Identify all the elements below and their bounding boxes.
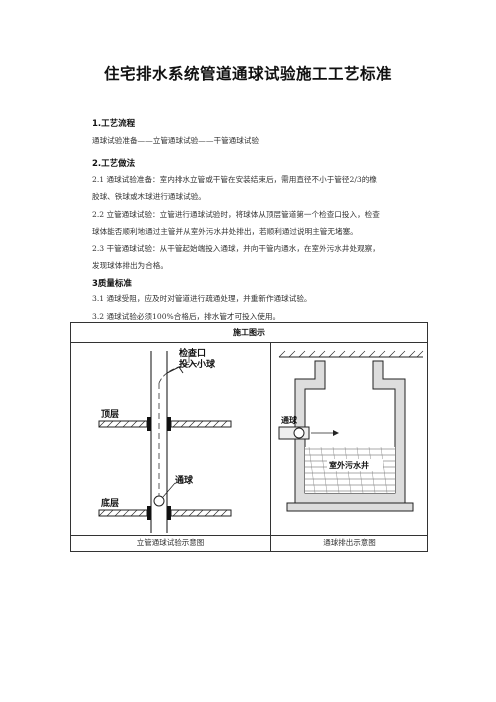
label-drop-ball: 投入小球: [179, 358, 216, 370]
quality-3-1: 3.1 通球受阻，应及时对管道进行疏通处理，并重新作通球试验。: [92, 294, 312, 303]
process-text: 通球试验准备——立管通球试验——干管通球试验: [92, 136, 260, 145]
method-2-2-line2: 球体能否顺利地通过主管并从室外污水井处排出，若顺利通过说明主管无堵塞。: [92, 227, 358, 236]
label-ball: 通球: [175, 474, 194, 486]
label-bottom-floor: 底层: [101, 497, 119, 509]
ball-icon: [293, 427, 305, 439]
riser-pipe: [147, 351, 202, 533]
label-outdoor-manhole: 室外污水井: [329, 460, 369, 470]
manhole-wall: [286, 360, 414, 512]
caption-riser-test: 立管通球试验示意图: [136, 538, 205, 547]
section-heading-process: 1.工艺流程: [92, 119, 136, 129]
quality-3-2: 3.2 通球试验必须100%合格后，排水管才可投入使用。: [92, 312, 281, 321]
top-floor-slab: [98, 420, 232, 428]
section-heading-quality: 3质量标准: [92, 279, 132, 289]
method-2-3-line1: 2.3 干管通球试验：从干管起始端投入通球，并向干管内通水，在室外污水井处观察，: [92, 244, 380, 253]
label-discharge-ball: 通球: [281, 415, 298, 425]
page-title: 住宅排水系统管道通球试验施工工艺标准: [103, 65, 392, 83]
table-header: 施工图示: [71, 323, 427, 343]
riser-test-diagram: 检查口 投入小球 顶层 通球 底层: [98, 347, 232, 533]
figure-table: 施工图示 检查口 投入小球 顶: [70, 322, 428, 552]
inlet-pipe: [278, 426, 339, 440]
caption-discharge: 通球排出示意图: [323, 538, 376, 547]
ground-surface: [278, 350, 424, 358]
section-heading-method: 2.工艺做法: [92, 159, 136, 169]
label-top-floor: 顶层: [101, 409, 119, 420]
method-2-3-line2: 发现球体排出为合格。: [92, 261, 168, 270]
label-inspection-port: 检查口: [179, 347, 206, 359]
test-ball: [153, 495, 165, 507]
table-divider-horizontal: [71, 535, 427, 536]
bottom-floor-slab: [98, 509, 232, 517]
table-divider-vertical: [270, 343, 271, 551]
discharge-diagram: 通球 室外污水井: [278, 350, 424, 512]
method-2-1-line2: 胶球、铁球或木球进行通球试验。: [92, 192, 206, 201]
method-2-2-line1: 2.2 立管通球试验：立管进行通球试验时，将球体从顶层管道第一个检查口投入，检查: [92, 210, 380, 219]
method-2-1-line1: 2.1 通球试验准备：室内排水立管或干管在安装结束后，需用直径不小于管径2/3的…: [92, 175, 377, 184]
